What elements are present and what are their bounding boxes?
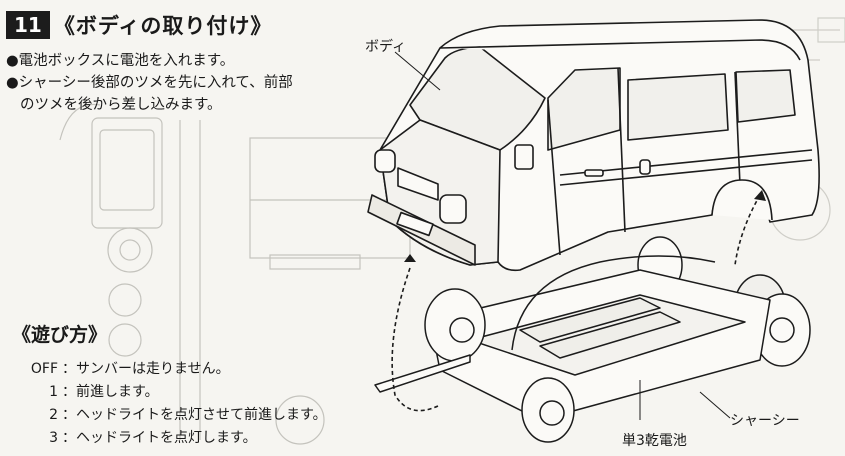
- instruction-line: ●シャーシー後部のツメを先に入れて、前部: [6, 75, 293, 91]
- van-body-drawing: [367, 19, 820, 272]
- step-number: 11: [6, 11, 50, 39]
- instruction-line: のツメを後から差し込みます。: [20, 97, 222, 113]
- chassis-drawing: [374, 236, 811, 443]
- mode-key: 3: [49, 430, 58, 446]
- mode-row: OFF ：サンバーは走りません。: [22, 358, 327, 381]
- instruction-line: ●電池ボックスに電池を入れます。: [6, 53, 235, 69]
- battery-label: 単3乾電池: [622, 433, 687, 449]
- mode-list: OFF ：サンバーは走りません。 1 ：前進します。 2 ：ヘッドライトを点灯さ…: [22, 358, 327, 450]
- mode-key: 1: [49, 384, 58, 400]
- play-section-title: 《遊び方》: [12, 324, 108, 346]
- assembly-arrows: [391, 194, 761, 412]
- chassis-label: シャーシー: [730, 413, 800, 429]
- mode-text: ：サンバーは走りません。: [62, 361, 230, 377]
- body-label: ボディ: [365, 39, 407, 55]
- arrow-heads: [404, 190, 766, 262]
- mode-row: 3 ：ヘッドライトを点灯します。: [22, 427, 327, 450]
- leader-lines: [394, 51, 731, 420]
- step-header: 11 《ボディの取り付け》: [6, 10, 272, 40]
- step-title: 《ボディの取り付け》: [53, 14, 273, 38]
- instruction-list: ●電池ボックスに電池を入れます。 ●シャーシー後部のツメを先に入れて、前部 のツ…: [6, 50, 293, 116]
- mode-row: 2 ：ヘッドライトを点灯させて前進します。: [22, 404, 327, 427]
- mode-text: ：前進します。: [62, 384, 159, 400]
- mode-row: 1 ：前進します。: [22, 381, 327, 404]
- background-ghost-drawing: [59, 103, 411, 445]
- mode-text: ：ヘッドライトを点灯させて前進します。: [62, 407, 327, 423]
- mode-text: ：ヘッドライトを点灯します。: [62, 430, 257, 446]
- mode-key: 2: [49, 407, 58, 423]
- mode-key: OFF: [30, 361, 58, 377]
